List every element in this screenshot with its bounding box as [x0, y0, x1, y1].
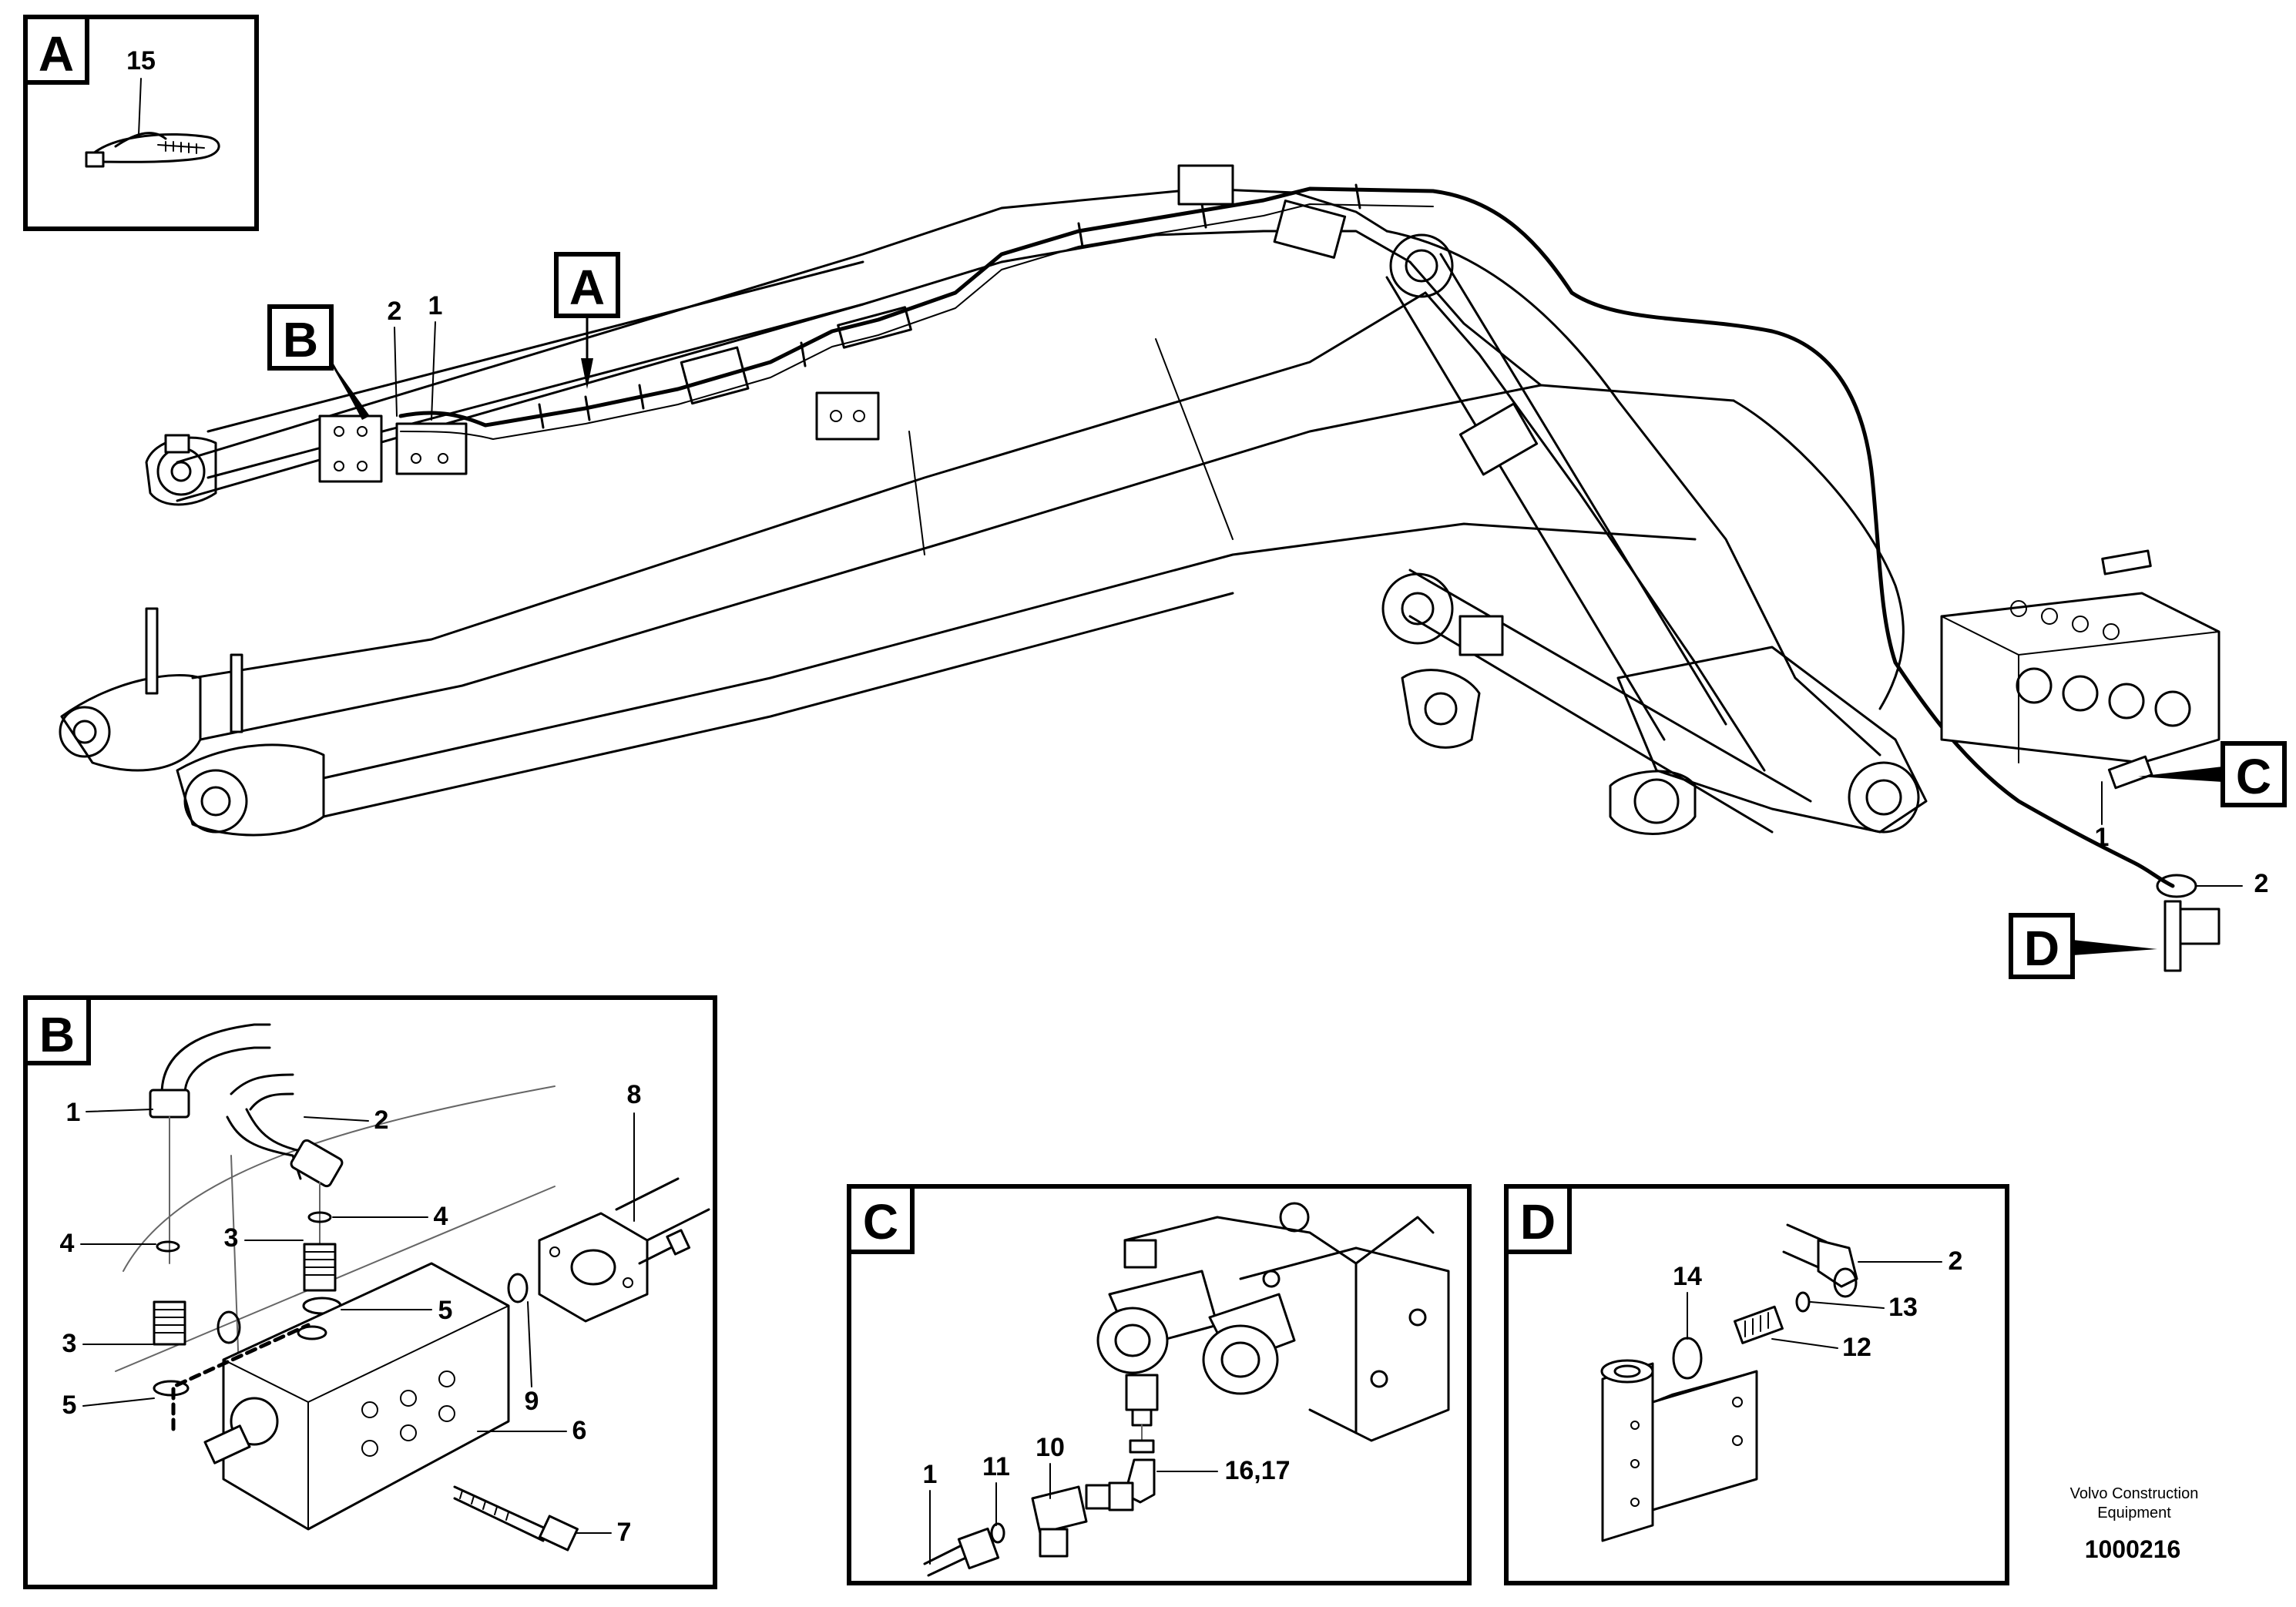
oring-elbow	[1129, 1439, 1155, 1454]
detail-c-frame	[847, 1184, 1472, 1585]
hose-elbow-d	[1817, 1239, 1858, 1288]
callout-c-1: 1	[923, 1460, 938, 1489]
detail-b-tag-box	[23, 995, 91, 1065]
tag-c-main-box	[2220, 741, 2287, 807]
callout-d-13: 13	[1888, 1293, 1918, 1322]
callout-b-9: 9	[525, 1387, 539, 1416]
oring-11	[990, 1522, 1005, 1544]
tag-b-main: B	[283, 312, 318, 367]
oring-4-left	[156, 1240, 180, 1253]
detail-c-tag-box	[847, 1184, 915, 1254]
callout-2-main: 2	[388, 297, 402, 326]
detail-b-frame	[23, 995, 717, 1589]
oring-small-left	[217, 1310, 241, 1344]
callout-15: 15	[126, 46, 156, 75]
oring-9	[507, 1273, 529, 1303]
detail-b-tag: B	[39, 1007, 75, 1062]
hose-end-c	[957, 1527, 1000, 1570]
detail-c-tag: C	[863, 1194, 898, 1250]
callout-c-16-17: 16,17	[1224, 1456, 1290, 1485]
callout-c-11: 11	[982, 1452, 1010, 1481]
callout-b-5-right: 5	[438, 1296, 453, 1325]
oring-13	[1795, 1291, 1811, 1313]
seal-5-left	[153, 1380, 190, 1397]
nipple-3-left	[153, 1300, 186, 1346]
nipple-12	[1733, 1305, 1784, 1344]
oring-14	[1672, 1337, 1703, 1380]
callout-b-7: 7	[617, 1518, 632, 1547]
tag-a-main: A	[569, 260, 605, 315]
main-callouts: B 2 1 A C 1 2 D	[267, 252, 2287, 979]
detail-d-tag: D	[1520, 1194, 1556, 1250]
tee-10	[1031, 1485, 1088, 1535]
company-name-line-1: Volvo Construction	[2070, 1485, 2199, 1502]
control-valve-block	[1940, 549, 2220, 790]
detail-a-tag-box	[23, 15, 89, 85]
drawing-number: 1000216	[2085, 1535, 2181, 1563]
detail-a-tag: A	[39, 26, 74, 82]
tag-c-main: C	[2236, 749, 2271, 804]
hose-clip-marks	[538, 183, 1361, 429]
callout-b-2: 2	[374, 1105, 389, 1135]
company-name-line-2: Equipment	[2097, 1505, 2171, 1521]
cylinder-head	[318, 414, 383, 483]
detail-d-tag-box	[1504, 1184, 1572, 1254]
callout-b-1: 1	[66, 1098, 81, 1127]
pilot-hose-line	[398, 186, 2175, 888]
oring-4-right	[307, 1211, 332, 1223]
excavator-boom-assembly	[59, 164, 2220, 972]
callout-b-5-left: 5	[62, 1391, 77, 1420]
callout-b-3-right: 3	[224, 1223, 239, 1253]
tag-d-main-box	[2009, 913, 2075, 979]
flange-8	[538, 1177, 710, 1323]
hose-2-nut	[290, 1139, 344, 1188]
tag-a-main-box	[554, 252, 620, 318]
callout-b-8: 8	[627, 1080, 642, 1109]
detail-a-panel: A 15	[23, 15, 259, 231]
callout-d-14: 14	[1673, 1262, 1702, 1291]
mounting-bracket-d	[1600, 1359, 1758, 1542]
hose-1-nut	[149, 1089, 190, 1119]
callout-2-bracket: 2	[2254, 869, 2269, 898]
footer-block: Volvo Construction Equipment 1000216	[2070, 1485, 2199, 1563]
tag-d-main: D	[2024, 921, 2059, 976]
screw-7	[453, 1485, 579, 1552]
cable-tie-clamp	[85, 132, 220, 168]
callout-1-valve: 1	[2095, 823, 2110, 852]
callout-1-main: 1	[428, 291, 443, 320]
detail-a-frame	[23, 15, 259, 231]
callout-d-2: 2	[1949, 1246, 1963, 1276]
callout-b-4-right: 4	[434, 1202, 448, 1231]
distribution-block-6	[171, 1262, 510, 1531]
detail-c-panel: C	[847, 1184, 1472, 1585]
detail-d-panel: D 2 13 12 14	[1504, 1184, 2009, 1585]
tag-b-main-box	[267, 304, 334, 371]
callout-b-4-left: 4	[60, 1229, 75, 1258]
hex-bolt-top	[1123, 1239, 1157, 1269]
callout-d-12: 12	[1842, 1333, 1871, 1362]
detail-b-panel: B	[23, 995, 717, 1589]
callout-c-10: 10	[1036, 1433, 1065, 1462]
bracket-d-main	[2156, 874, 2220, 972]
callout-b-3-left: 3	[62, 1329, 77, 1358]
valve-block-c	[1096, 1202, 1450, 1442]
callout-b-6: 6	[572, 1416, 587, 1445]
detail-d-frame	[1504, 1184, 2009, 1585]
